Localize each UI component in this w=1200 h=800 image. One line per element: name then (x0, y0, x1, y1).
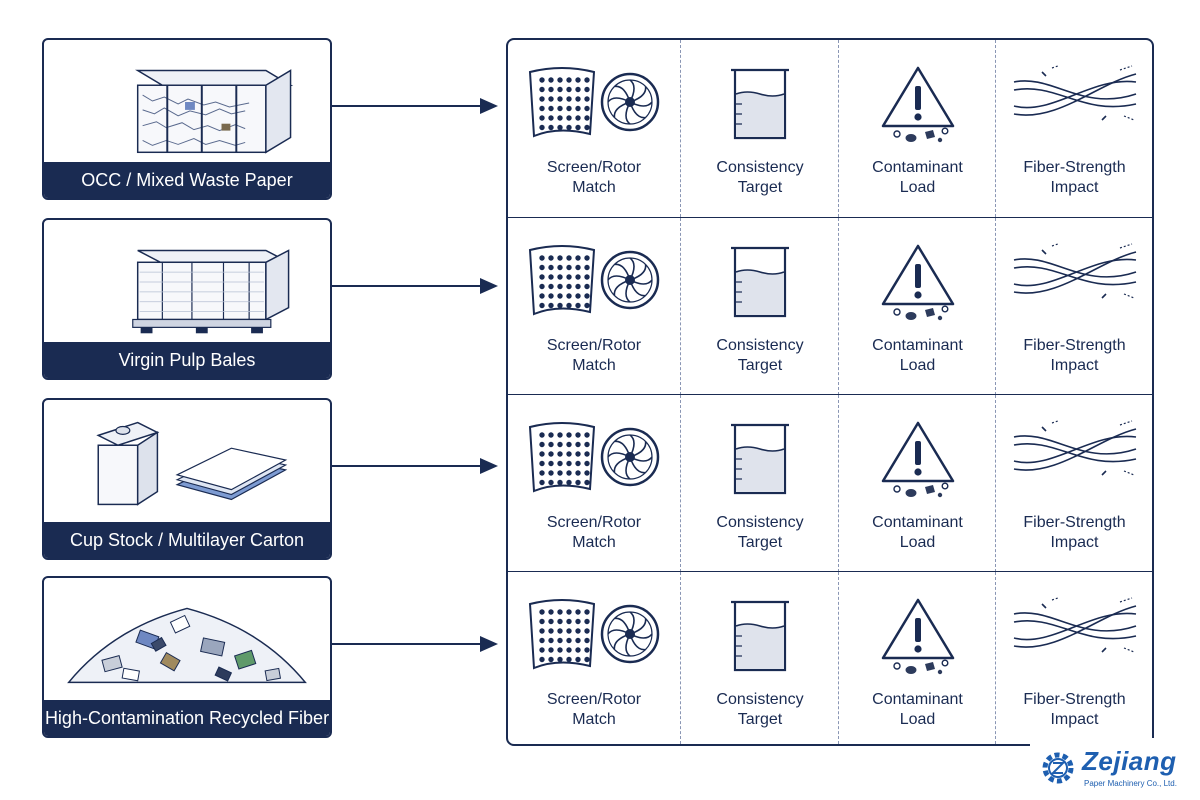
screen-and-rotor-icon (528, 67, 660, 138)
screen-and-rotor-icon (528, 422, 660, 493)
factor-cell: Screen/Rotor Match (508, 218, 680, 395)
factor-label: Contaminant Load (872, 691, 963, 728)
logo-subtitle: Paper Machinery Co., Ltd. (1084, 779, 1177, 788)
factor-cell: Contaminant Load (838, 40, 996, 217)
factor-label: Consistency Target (716, 691, 804, 728)
factor-label: Consistency Target (716, 514, 804, 551)
screen-and-rotor-icon (528, 599, 660, 670)
arrow-right-icon (332, 278, 498, 294)
factor-label: Screen/Rotor Match (546, 514, 642, 551)
factor-cell: Fiber-Strength Impact (995, 572, 1152, 744)
source-label: Virgin Pulp Bales (44, 342, 330, 378)
factor-label: Screen/Rotor Match (546, 159, 642, 196)
factor-label: Contaminant Load (872, 337, 963, 374)
source-label: OCC / Mixed Waste Paper (44, 162, 330, 198)
factor-label: Contaminant Load (872, 514, 963, 551)
factor-label: Fiber-Strength Impact (1023, 514, 1126, 551)
factor-grid: Screen/Rotor Match Consistency Target Co… (506, 38, 1154, 746)
company-logo: Zejiang Paper Machinery Co., Ltd. (1030, 738, 1200, 800)
source-label: Cup Stock / Multilayer Carton (44, 522, 330, 558)
beaker-icon (731, 600, 789, 672)
factor-row: Screen/Rotor Match Consistency Target Co… (508, 40, 1152, 217)
beaker-icon (731, 68, 789, 140)
fiber-strands-icon (1013, 597, 1136, 653)
beaker-icon (731, 423, 789, 495)
factor-cell: Fiber-Strength Impact (995, 40, 1152, 217)
warning-icon (881, 598, 954, 675)
factor-label: Contaminant Load (872, 159, 963, 196)
factor-label: Fiber-Strength Impact (1023, 337, 1126, 374)
waste-paper-bale-icon (135, 69, 294, 154)
warning-icon (881, 244, 954, 321)
arrow-right-icon (332, 98, 498, 114)
screen-and-rotor-icon (528, 245, 660, 316)
source-label: High-Contamination Recycled Fiber (44, 700, 330, 736)
warning-icon (881, 66, 954, 143)
factor-row: Screen/Rotor Match Consistency Target Co… (508, 217, 1152, 395)
factor-cell: Consistency Target (680, 572, 839, 744)
factor-cell: Screen/Rotor Match (508, 572, 680, 744)
carton-and-multilayer-sheets-icon (96, 421, 288, 506)
source-card-cup-stock: Cup Stock / Multilayer Carton (42, 398, 332, 560)
factor-cell: Screen/Rotor Match (508, 40, 680, 217)
source-card-virgin-pulp: Virgin Pulp Bales (42, 218, 332, 380)
factor-cell: Fiber-Strength Impact (995, 395, 1152, 572)
factor-label: Consistency Target (716, 337, 804, 374)
factor-cell: Screen/Rotor Match (508, 395, 680, 572)
factor-label: Fiber-Strength Impact (1023, 691, 1126, 728)
factor-cell: Consistency Target (680, 395, 839, 572)
factor-row: Screen/Rotor Match Consistency Target Co… (508, 571, 1152, 744)
factor-label: Screen/Rotor Match (546, 337, 642, 374)
factor-cell: Fiber-Strength Impact (995, 218, 1152, 395)
factor-cell: Contaminant Load (838, 395, 996, 572)
factor-cell: Consistency Target (680, 40, 839, 217)
factor-label: Consistency Target (716, 159, 804, 196)
factor-row: Screen/Rotor Match Consistency Target Co… (508, 394, 1152, 572)
fiber-strands-icon (1013, 420, 1136, 476)
factor-cell: Contaminant Load (838, 218, 996, 395)
fiber-strands-icon (1013, 243, 1136, 299)
factor-cell: Consistency Target (680, 218, 839, 395)
arrow-right-icon (332, 636, 498, 652)
source-card-high-contamination: High-Contamination Recycled Fiber (42, 576, 332, 738)
gear-logo-icon (1042, 752, 1074, 784)
warning-icon (881, 421, 954, 498)
fiber-strands-icon (1013, 65, 1136, 121)
factor-label: Screen/Rotor Match (546, 691, 642, 728)
pulp-bales-pallet-icon (132, 249, 290, 334)
source-card-occ: OCC / Mixed Waste Paper (42, 38, 332, 200)
beaker-icon (731, 246, 789, 318)
factor-label: Fiber-Strength Impact (1023, 159, 1126, 196)
factor-cell: Contaminant Load (838, 572, 996, 744)
contaminated-waste-pile-icon (67, 607, 307, 684)
logo-name: Zejiang (1082, 746, 1177, 776)
arrow-right-icon (332, 458, 498, 474)
